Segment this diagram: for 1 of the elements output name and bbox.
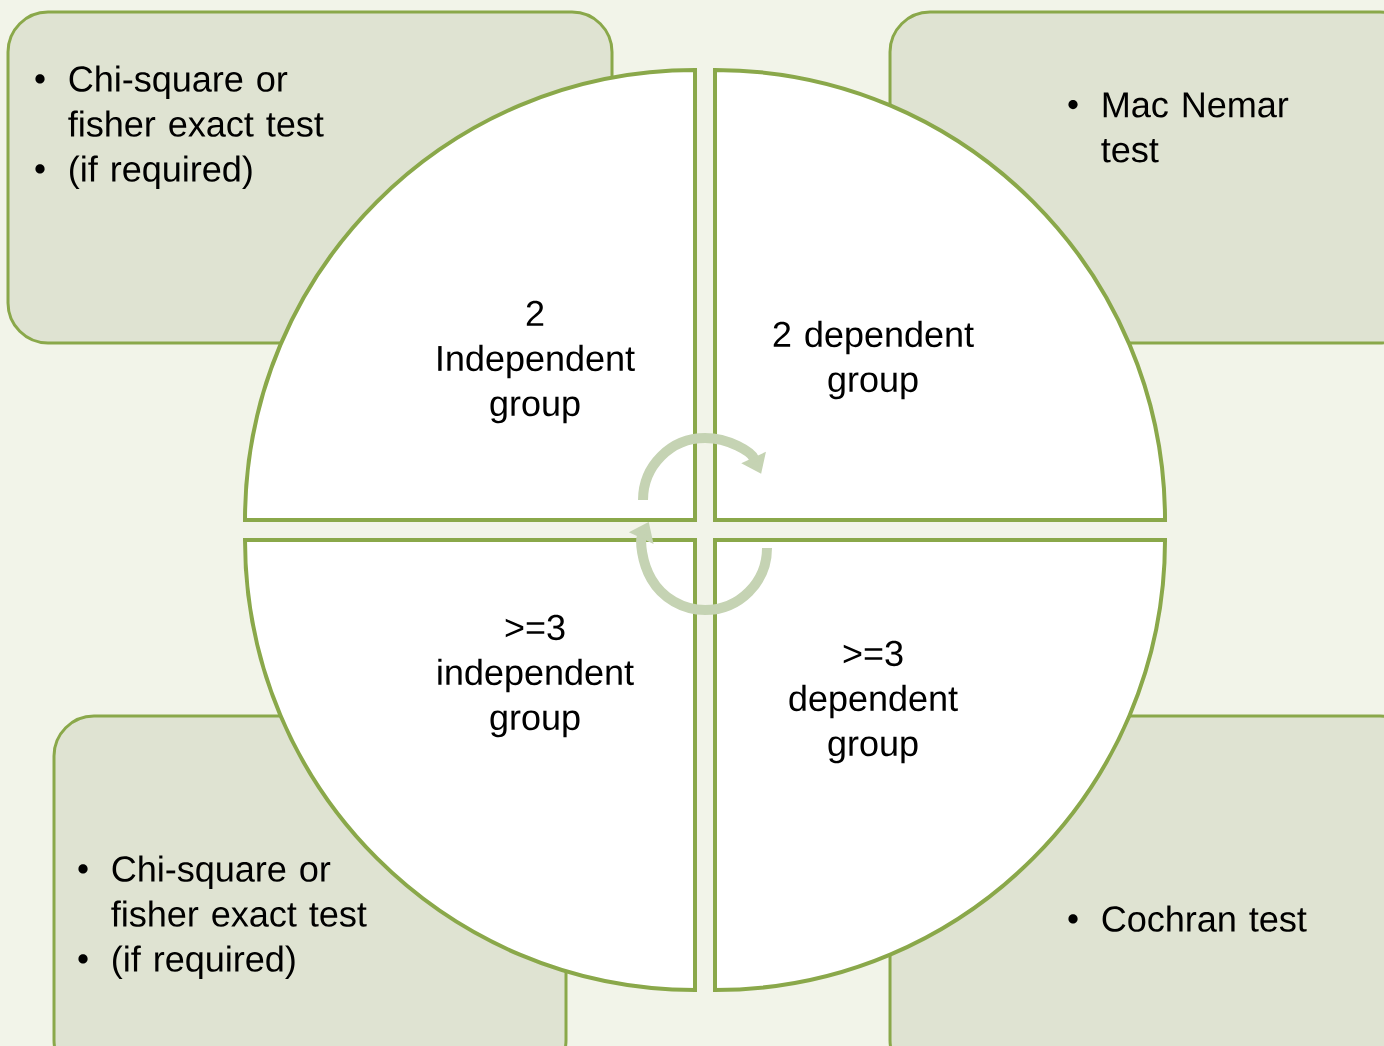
curved-arrow [638, 433, 766, 501]
